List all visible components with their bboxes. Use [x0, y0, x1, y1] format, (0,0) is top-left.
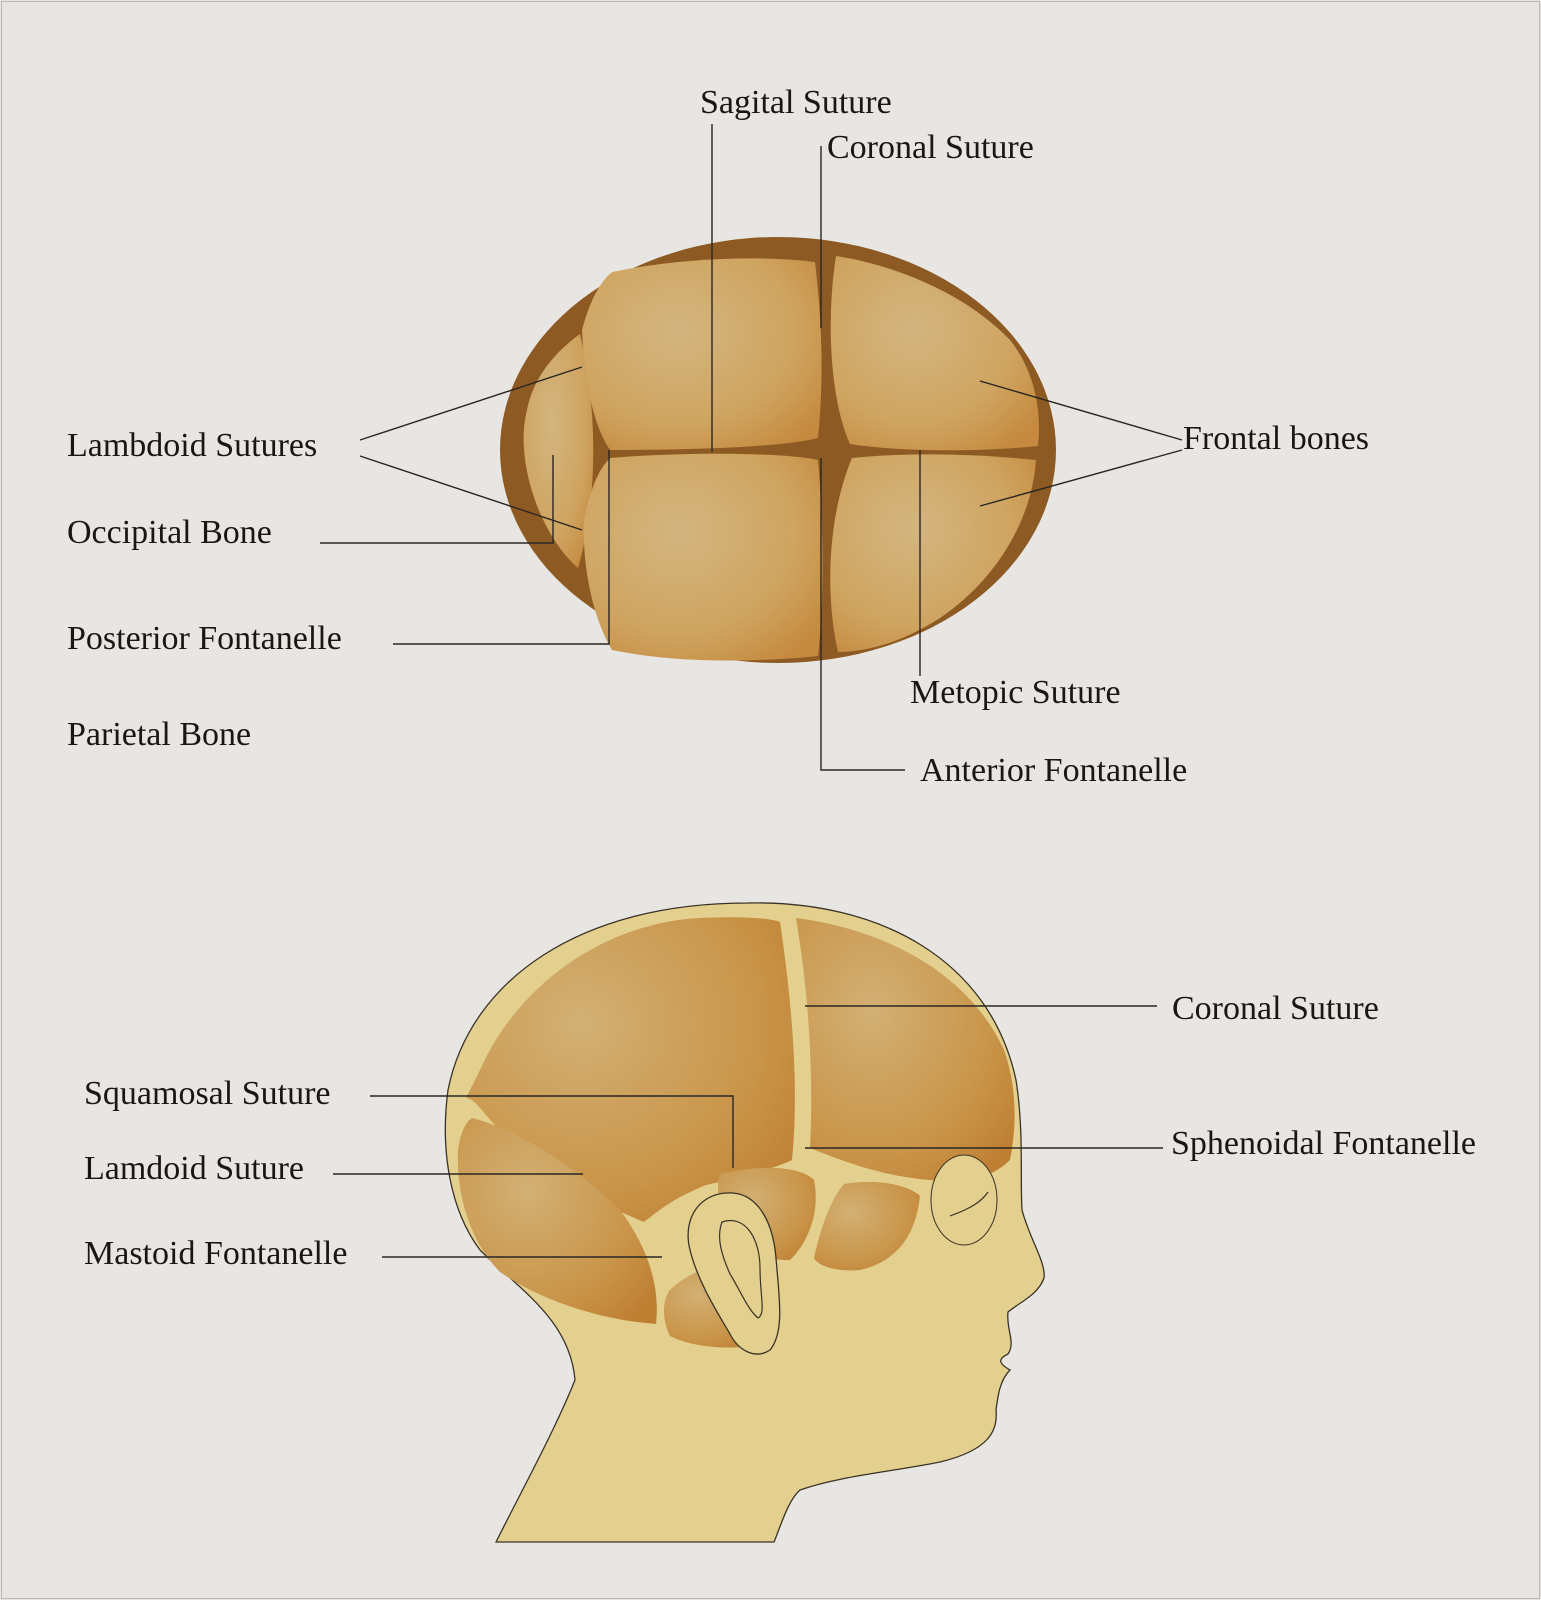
- side-view-head: [445, 903, 1044, 1542]
- top-view-skull: [500, 237, 1056, 663]
- label-occipital-bone: Occipital Bone: [67, 514, 272, 551]
- parietal-bone-top-shape: [582, 258, 822, 450]
- eye-shape: [931, 1155, 997, 1245]
- label-parietal-bone: Parietal Bone: [67, 716, 251, 753]
- label-frontal-bones: Frontal bones: [1183, 420, 1369, 457]
- label-mastoid-fontanelle: Mastoid Fontanelle: [84, 1235, 347, 1272]
- label-sagital-suture: Sagital Suture: [700, 84, 892, 121]
- label-anterior-fontanelle: Anterior Fontanelle: [920, 752, 1187, 789]
- label-squamosal-suture: Squamosal Suture: [84, 1075, 330, 1112]
- label-lamdoid-suture: Lamdoid Suture: [84, 1150, 304, 1187]
- label-coronal-suture-top: Coronal Suture: [827, 129, 1034, 166]
- label-posterior-fontanelle: Posterior Fontanelle: [67, 620, 342, 657]
- label-metopic-suture: Metopic Suture: [910, 674, 1121, 711]
- parietal-bone-bottom-shape: [584, 454, 823, 661]
- label-lambdoid-sutures: Lambdoid Sutures: [67, 427, 317, 464]
- frontal-bone-side-shape: [796, 918, 1015, 1181]
- label-sphenoidal-fontanelle: Sphenoidal Fontanelle: [1171, 1125, 1476, 1162]
- label-coronal-suture-side: Coronal Suture: [1172, 990, 1379, 1027]
